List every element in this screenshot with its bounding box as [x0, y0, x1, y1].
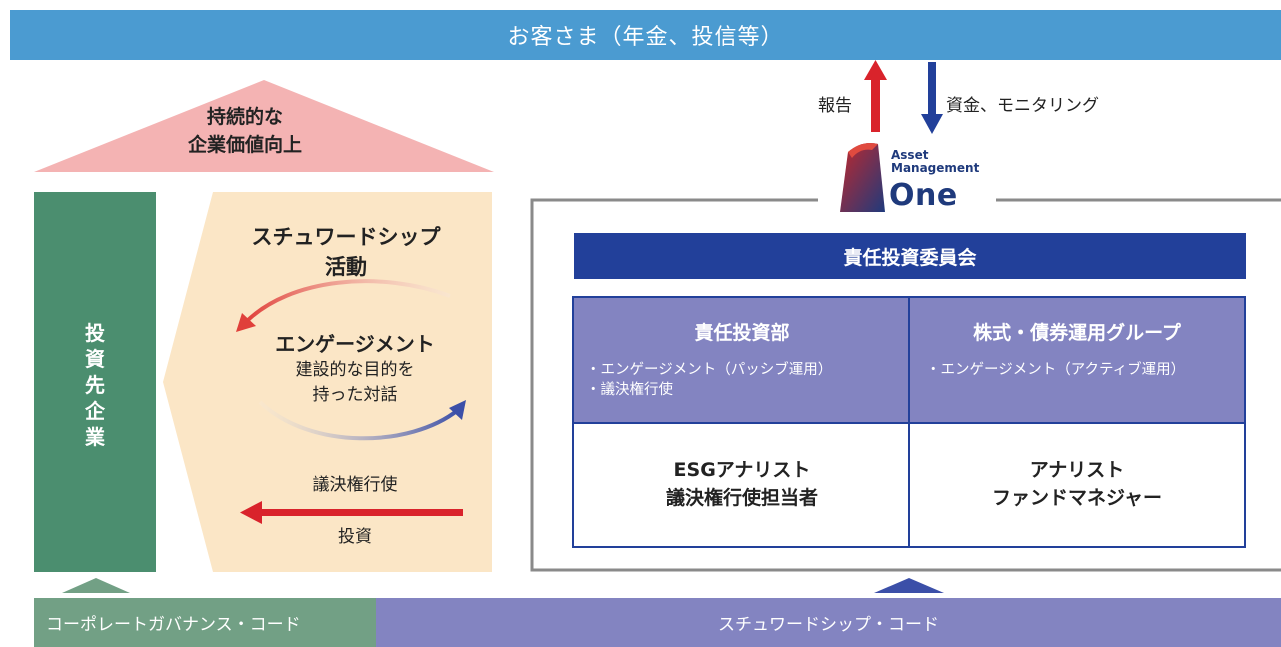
engagement-arrow-top: [244, 279, 451, 324]
engagement-desc-line-1: 建設的な目的を: [295, 360, 415, 380]
logo-line-2: Management: [891, 161, 980, 175]
report-arrow-shaft: [871, 78, 880, 132]
staff-line-1: ESGアナリスト: [673, 459, 811, 481]
logo-mark: [840, 143, 885, 212]
staff-cell-responsible-investment: ESGアナリスト 議決権行使担当者: [574, 424, 910, 548]
logo-mark-highlight: [848, 143, 878, 158]
staff-label: ESGアナリスト 議決権行使担当者: [574, 456, 910, 512]
engagement-title: エンゲージメント: [275, 332, 435, 356]
staff-line-2: 議決権行使担当者: [665, 487, 818, 509]
goal-label: 持続的な 企業価値向上: [120, 103, 370, 159]
clients-banner: お客さま（年金、投信等）: [10, 10, 1281, 60]
dept-bullets: ・エンゲージメント（アクティブ運用）: [926, 360, 1242, 380]
dept-bullets: ・エンゲージメント（パッシブ運用） ・議決権行使: [586, 360, 906, 400]
dept-bullet: ・エンゲージメント（パッシブ運用）: [586, 362, 833, 378]
engagement-arrowhead-left: [236, 313, 256, 332]
investee-char: 業: [85, 425, 105, 449]
investee-char: 資: [85, 347, 105, 371]
goal-line-2: 企業価値向上: [187, 134, 302, 156]
staff-line-2: ファンドマネジャー: [991, 487, 1163, 509]
responsible-investment-committee: 責任投資委員会: [574, 233, 1246, 279]
goal-triangle: [34, 80, 494, 172]
engagement-arrowhead-right: [449, 400, 466, 420]
dept-bullet: ・エンゲージメント（アクティブ運用）: [926, 362, 1186, 378]
department-table: 責任投資部 ・エンゲージメント（パッシブ運用） ・議決権行使 株式・債券運用グル…: [572, 296, 1246, 548]
investee-char: 投: [85, 321, 105, 345]
engagement-arrow-bottom: [258, 400, 460, 441]
staff-cell-equity-bond-group: アナリスト ファンドマネジャー: [910, 424, 1244, 548]
stewardship-code-pointer: [874, 578, 944, 593]
staff-label: アナリスト ファンドマネジャー: [910, 456, 1244, 512]
stewardship-title-line-1: スチュワードシップ: [251, 225, 441, 249]
investment-arrowhead: [240, 501, 262, 524]
funds-arrowhead: [921, 114, 943, 134]
investment-label: 投資: [338, 527, 372, 547]
report-arrowhead: [864, 60, 887, 80]
dept-title: 株式・債券運用グループ: [973, 322, 1181, 344]
goal-line-1: 持続的な: [206, 106, 283, 128]
logo-line-1: Asset: [891, 148, 929, 162]
investee-char: 先: [85, 373, 105, 397]
stewardship-activity-title: スチュワードシップ 活動: [226, 222, 466, 282]
stewardship-title-line-2: 活動: [325, 255, 367, 279]
corporate-code-pointer: [62, 578, 130, 593]
logo-text-small: Asset Management: [891, 149, 979, 175]
investee-company-label: 投 資 先 企 業: [34, 320, 156, 450]
voting-label: 議決権行使: [312, 475, 398, 495]
stewardship-panel: [163, 192, 492, 572]
investee-company-column: [34, 192, 156, 572]
logo-text-one: One: [889, 178, 958, 213]
corporate-governance-code: コーポレートガバナンス・コード: [34, 598, 376, 647]
organization-frame: [530, 198, 1281, 572]
engagement-desc-line-2: 持った対話: [312, 385, 398, 405]
funds-monitoring-label: 資金、モニタリング: [946, 96, 1099, 116]
stewardship-code: スチュワードシップ・コード: [376, 598, 1281, 647]
dept-cell-responsible-investment: 責任投資部 ・エンゲージメント（パッシブ運用） ・議決権行使: [574, 298, 910, 424]
investee-char: 企: [85, 399, 105, 423]
investment-arrow-shaft: [258, 509, 463, 516]
dept-cell-equity-bond-group: 株式・債券運用グループ ・エンゲージメント（アクティブ運用）: [910, 298, 1244, 424]
funds-arrow-shaft: [928, 62, 936, 116]
engagement-description: 建設的な目的を 持った対話: [250, 358, 460, 408]
dept-title: 責任投資部: [694, 322, 790, 344]
report-label: 報告: [818, 96, 852, 116]
dept-bullet: ・議決権行使: [586, 382, 673, 398]
staff-line-1: アナリスト: [1029, 459, 1125, 481]
